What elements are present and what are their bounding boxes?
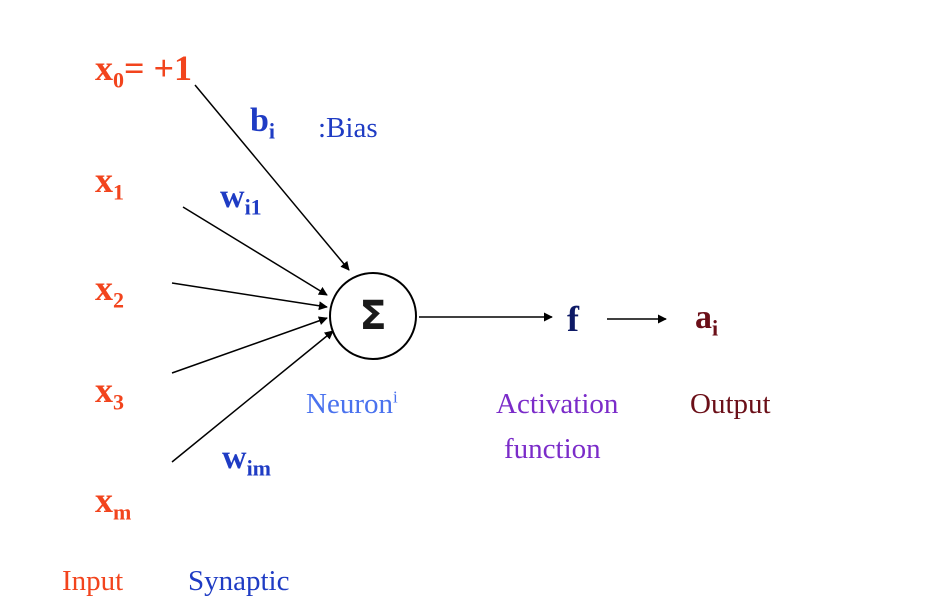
arrow-x3-to-neuron bbox=[171, 316, 328, 374]
arrow-x0-to-neuron bbox=[194, 84, 350, 271]
caption-input: Input bbox=[62, 565, 124, 597]
sigma-symbol: Σ bbox=[359, 293, 387, 339]
caption-synaptic: Synaptic bbox=[188, 565, 290, 597]
bias-symbol: bi bbox=[250, 102, 276, 144]
neuron-label: Neuroni bbox=[306, 387, 398, 420]
summation-node: Σ bbox=[329, 272, 417, 360]
weight-wi1: wi1 bbox=[220, 178, 262, 220]
input-x1: x1 bbox=[95, 160, 124, 205]
activation-symbol: f bbox=[567, 299, 579, 339]
input-x0: x0= +1 bbox=[95, 48, 193, 93]
input-x3: x3 bbox=[95, 370, 124, 415]
output-symbol: ai bbox=[695, 299, 719, 341]
arrow-x1-to-neuron bbox=[182, 206, 328, 296]
weight-wim: wim bbox=[222, 439, 272, 481]
bias-label: :Bias bbox=[318, 112, 378, 144]
activation-label-line1: Activation bbox=[496, 388, 619, 420]
input-xm: xm bbox=[95, 480, 132, 525]
output-label: Output bbox=[690, 388, 771, 420]
arrow-x2-to-neuron bbox=[171, 282, 328, 311]
input-x2: x2 bbox=[95, 268, 124, 313]
activation-label-line2: function bbox=[504, 433, 601, 465]
arrow-xm-to-neuron bbox=[171, 330, 334, 463]
